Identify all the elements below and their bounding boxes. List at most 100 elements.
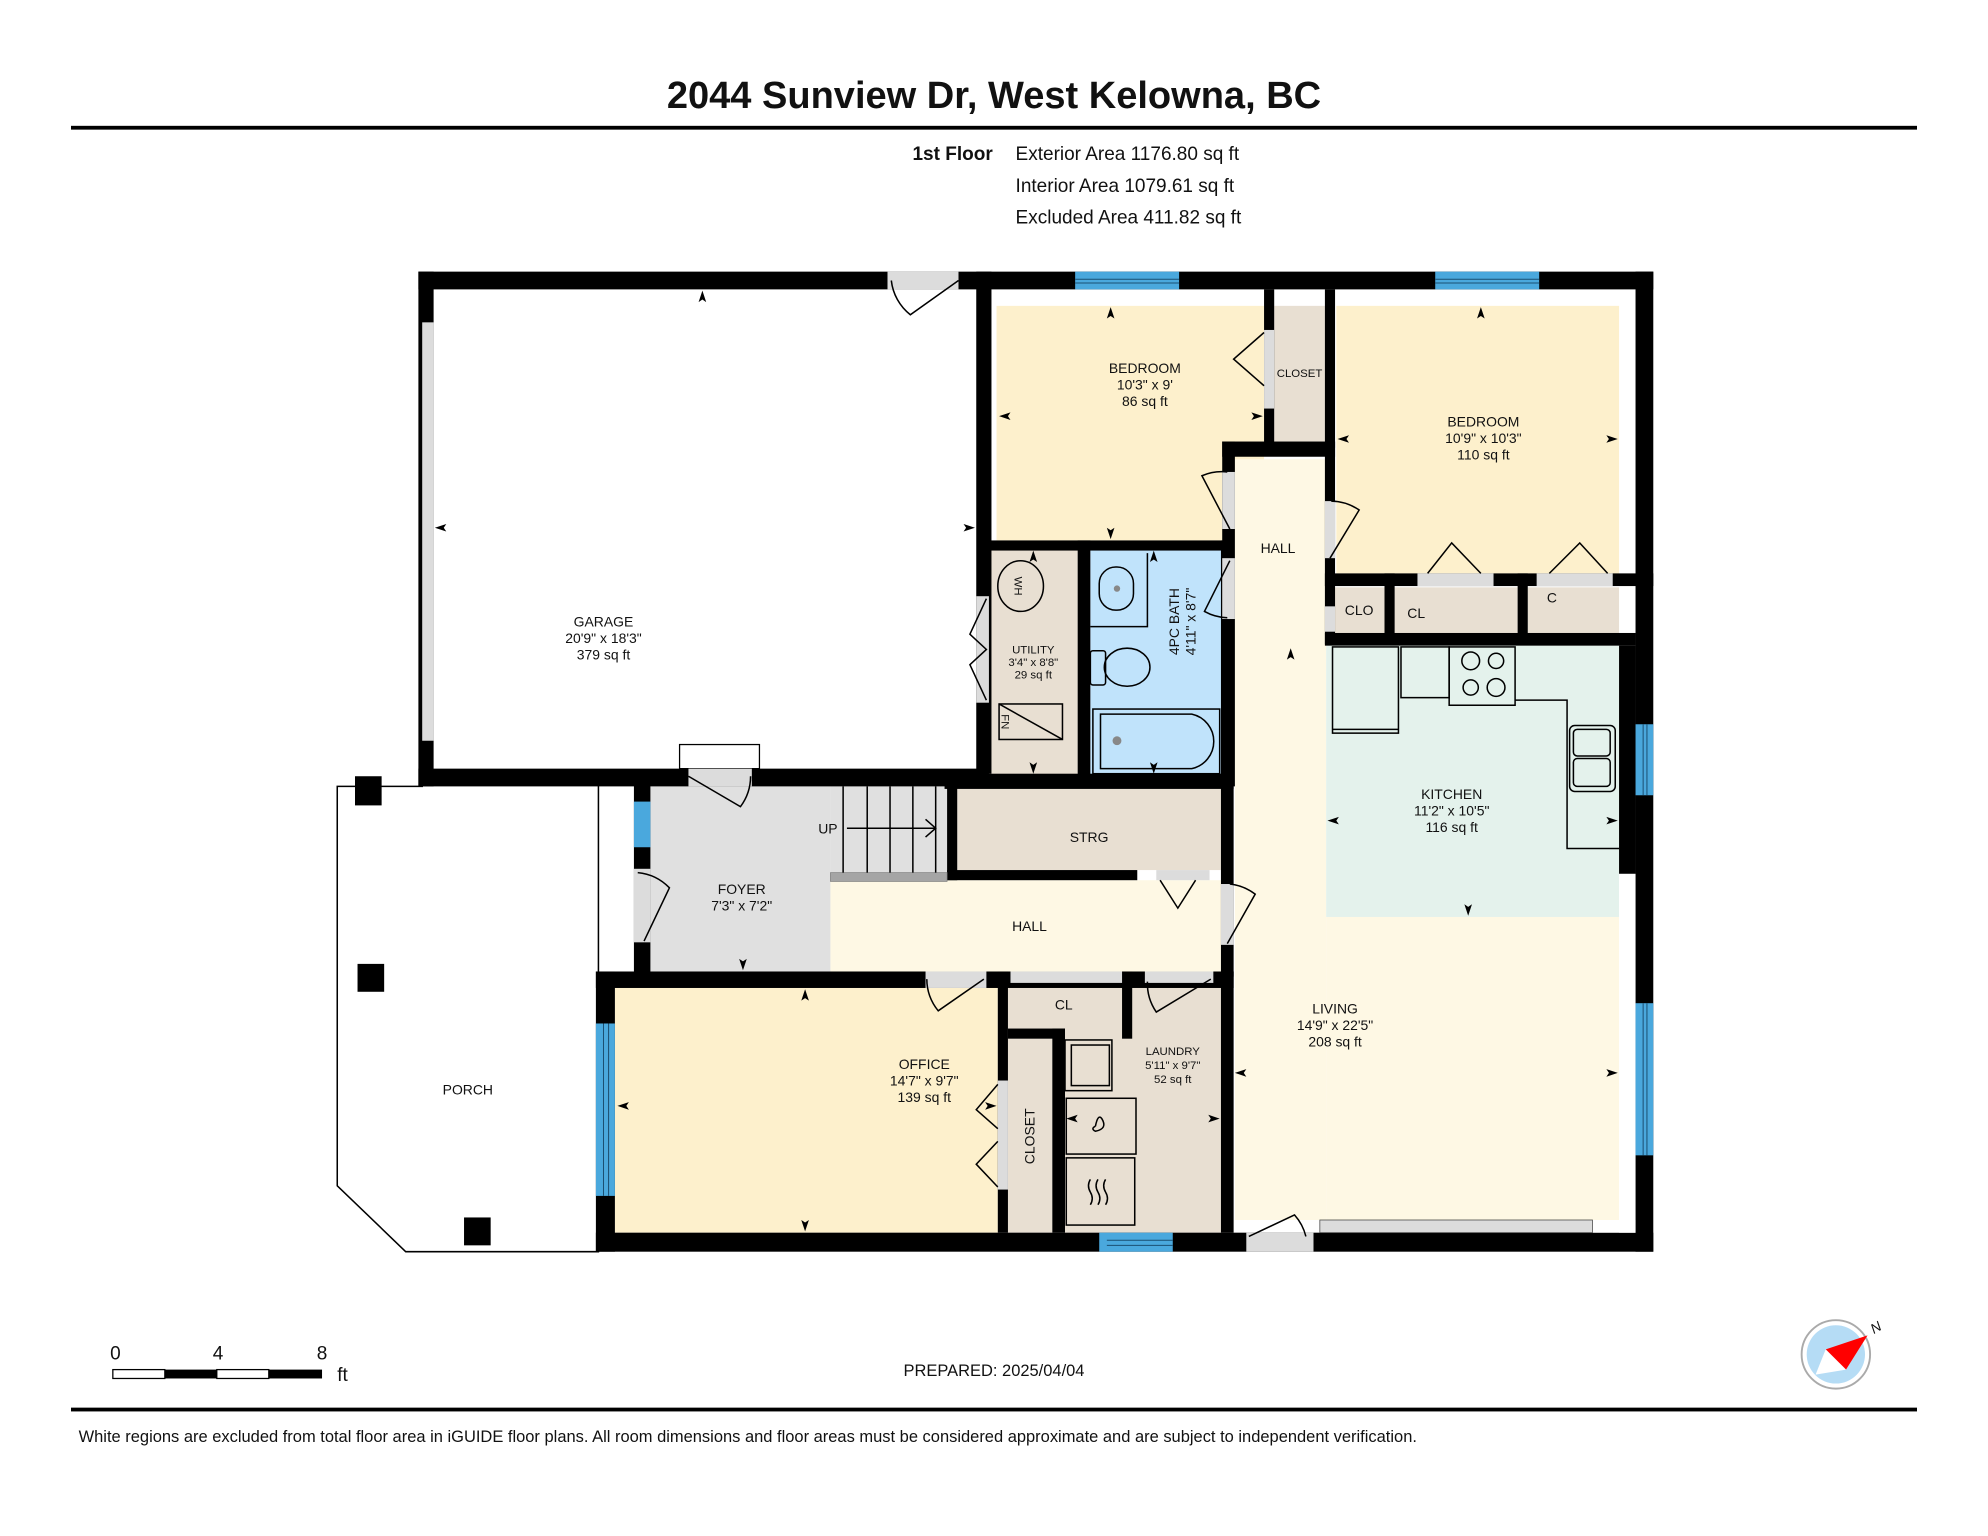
bedroom1-name: BEDROOM bbox=[1109, 360, 1181, 376]
window bbox=[1435, 271, 1540, 290]
sliding-door bbox=[1319, 1219, 1593, 1234]
toilet-icon bbox=[1103, 647, 1151, 687]
window bbox=[1635, 1003, 1654, 1156]
strg-fill bbox=[957, 788, 1221, 871]
bathtub-icon bbox=[1092, 708, 1221, 775]
living-excluded-strip bbox=[1619, 873, 1636, 1233]
furnace-icon bbox=[998, 703, 1064, 741]
garage-fill bbox=[432, 289, 978, 769]
porch-outline bbox=[336, 778, 600, 1253]
cl-kitchen-fill bbox=[1394, 587, 1518, 633]
laundry-fixtures bbox=[1064, 1039, 1137, 1226]
dryer-icon bbox=[1065, 1157, 1136, 1226]
stove-icon bbox=[1448, 646, 1516, 707]
cl-office-name: CL bbox=[1055, 997, 1073, 1013]
bath-sink-icon bbox=[1098, 566, 1135, 611]
kitchen-fixtures bbox=[1331, 646, 1620, 850]
scale-tick-8: 8 bbox=[317, 1343, 328, 1364]
window bbox=[1635, 724, 1654, 796]
living-dim: 14'9" x 22'5" bbox=[1297, 1017, 1373, 1033]
utility-name: UTILITY bbox=[1012, 644, 1055, 656]
page-title: 2044 Sunview Dr, West Kelowna, BC bbox=[667, 75, 1321, 117]
bedroom2-fill bbox=[1336, 305, 1620, 574]
living-area: 208 sq ft bbox=[1308, 1033, 1362, 1049]
porch-name: PORCH bbox=[443, 1081, 493, 1097]
utility-dim: 3'4" x 8'8" bbox=[1008, 657, 1058, 669]
excluded-area: Excluded Area 411.82 sq ft bbox=[1016, 207, 1242, 228]
stairs bbox=[842, 786, 937, 873]
bedroom2-area: 110 sq ft bbox=[1457, 446, 1510, 462]
kitchen-name: KITCHEN bbox=[1421, 786, 1482, 802]
stairs-up-arrow-icon bbox=[846, 818, 937, 838]
stair-landing bbox=[830, 872, 948, 882]
closet-office-fill bbox=[1007, 1038, 1053, 1233]
scale-unit: ft bbox=[337, 1365, 348, 1386]
footer-rule bbox=[71, 1407, 1917, 1412]
kitchen-area: 116 sq ft bbox=[1425, 819, 1478, 835]
laundry-area: 52 sq ft bbox=[1154, 1074, 1192, 1086]
c-kitchen-name: C bbox=[1547, 590, 1557, 606]
foyer-fill bbox=[650, 786, 831, 972]
laundry-fill bbox=[1065, 982, 1221, 1233]
bedroom1-dim: 10'3" x 9' bbox=[1117, 377, 1173, 393]
bath-fill bbox=[1090, 549, 1221, 775]
bedroom1-fill bbox=[996, 305, 1265, 541]
window bbox=[1075, 271, 1180, 290]
utility-fixtures: WH FN bbox=[997, 559, 1064, 741]
hall-mid-fill bbox=[830, 880, 1224, 972]
clo-fill bbox=[1333, 587, 1385, 633]
utility-area: 29 sq ft bbox=[1015, 670, 1053, 682]
strg-name: STRG bbox=[1070, 829, 1109, 845]
closet-top-fill bbox=[1274, 305, 1325, 442]
porch-post bbox=[355, 776, 382, 806]
compass-icon: N bbox=[1800, 1317, 1885, 1390]
scale-tick-4: 4 bbox=[213, 1343, 224, 1364]
room-labels: GARAGE 20'9" x 18'3" 379 sq ft BEDROOM 1… bbox=[443, 360, 1557, 1164]
c-kitchen-fill bbox=[1527, 587, 1620, 633]
kitchen-dim: 11'2" x 10'5" bbox=[1414, 803, 1489, 819]
garage-dim: 20'9" x 18'3" bbox=[565, 630, 641, 646]
garage-name: GARAGE bbox=[574, 614, 634, 630]
hall-mid-name: HALL bbox=[1012, 918, 1047, 934]
dimension-arrows bbox=[434, 290, 1618, 1232]
compass-north-label: N bbox=[1867, 1317, 1885, 1336]
stairs-fill bbox=[830, 786, 948, 873]
room-fills bbox=[432, 289, 1620, 1233]
bedroom2-name: BEDROOM bbox=[1447, 413, 1519, 429]
porch-post bbox=[464, 1217, 491, 1246]
garage-area: 379 sq ft bbox=[577, 647, 631, 663]
bath-dim: 4'11" x 8'7" bbox=[1183, 588, 1199, 656]
window bbox=[595, 1023, 615, 1196]
prepared-date: PREPARED: 2025/04/04 bbox=[904, 1362, 1085, 1380]
foyer-name: FOYER bbox=[718, 881, 766, 897]
fridge-icon bbox=[1331, 646, 1400, 734]
cl-kitchen-name: CL bbox=[1407, 605, 1425, 621]
window bbox=[633, 801, 651, 848]
svg-text:WH: WH bbox=[1011, 577, 1023, 596]
window bbox=[1099, 1232, 1173, 1252]
svg-text:FN: FN bbox=[999, 714, 1011, 729]
living-fill bbox=[1326, 916, 1620, 1220]
bedroom2-dim: 10'9" x 10'3" bbox=[1445, 430, 1521, 446]
header-rule bbox=[71, 125, 1917, 130]
disclaimer: White regions are excluded from total fl… bbox=[79, 1428, 1417, 1446]
stairs-up-label: UP bbox=[818, 820, 837, 836]
living-name: LIVING bbox=[1312, 1000, 1358, 1016]
bedroom1-area: 86 sq ft bbox=[1122, 393, 1168, 409]
interior-area: Interior Area 1079.61 sq ft bbox=[1016, 176, 1235, 197]
washer-icon bbox=[1065, 1097, 1137, 1155]
porch-post bbox=[357, 963, 385, 992]
office-dim: 14'7" x 9'7" bbox=[890, 1073, 959, 1089]
floor-label: 1st Floor bbox=[912, 144, 993, 165]
laundry-name: LAUNDRY bbox=[1146, 1046, 1201, 1058]
kitchen-sink-icon bbox=[1568, 724, 1617, 793]
hall-top-fill bbox=[1234, 459, 1327, 1220]
clo-name: CLO bbox=[1345, 602, 1374, 618]
scale-bar: 0 4 8 ft bbox=[110, 1343, 348, 1386]
kitchen-fill bbox=[1326, 645, 1620, 917]
office-name: OFFICE bbox=[899, 1056, 950, 1072]
laundry-sink-icon bbox=[1064, 1039, 1113, 1092]
windows bbox=[595, 271, 1654, 1252]
closet-office-name: CLOSET bbox=[1022, 1108, 1038, 1164]
